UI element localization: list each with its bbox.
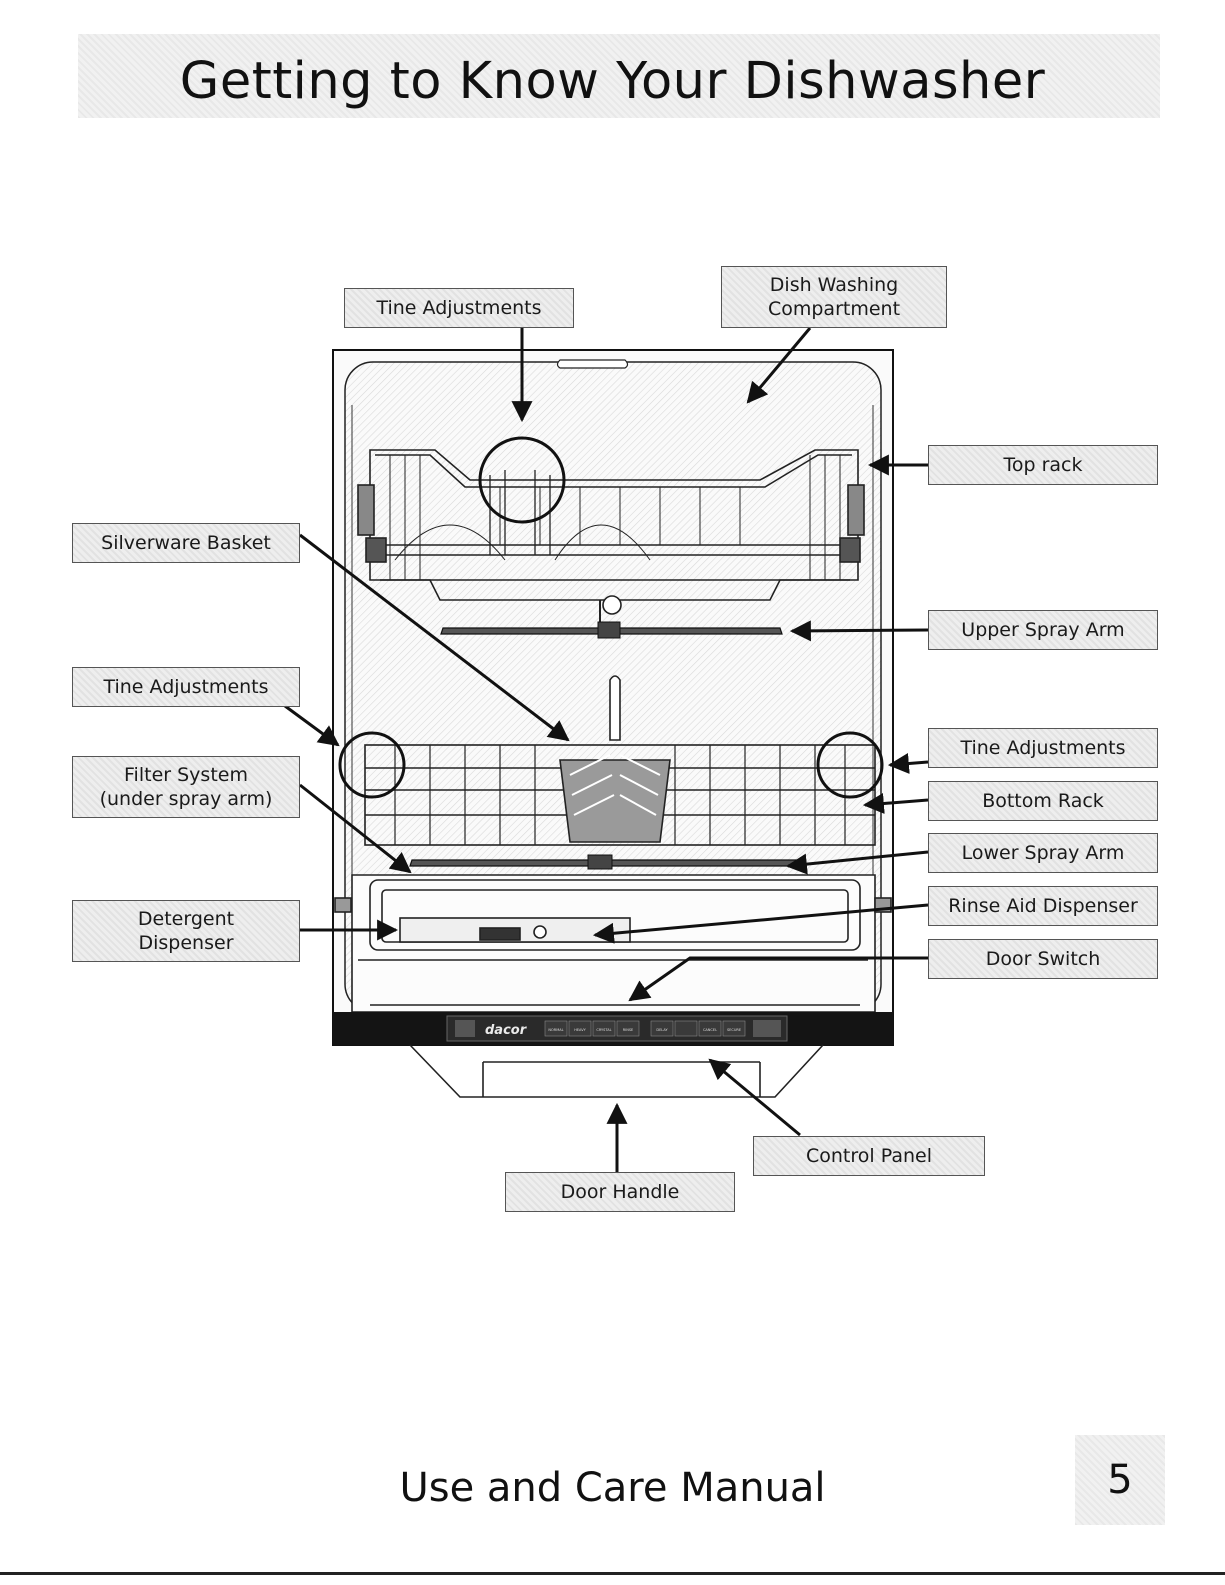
leader-lines (284, 327, 929, 1172)
panel-button-label: CRYSTAL (596, 1028, 611, 1032)
panel-button (698, 1020, 722, 1037)
panel-button (674, 1020, 698, 1037)
label-door-handle: Door Handle (505, 1172, 735, 1212)
label-top-rack: Top rack (928, 445, 1158, 485)
label-bottom-rack: Bottom Rack (928, 781, 1158, 821)
bottom-rule (0, 1572, 1225, 1575)
control-panel-bar: dacor NORMAL HEAVY CRYSTAL RINSE DELAY CANCEL… (333, 1012, 893, 1045)
label-upper-spray-arm: Upper Spray Arm (928, 610, 1158, 650)
panel-button (650, 1020, 674, 1037)
upper-spray-arm-drawing (440, 621, 783, 639)
label-rinse-aid-dispenser: Rinse Aid Dispenser (928, 886, 1158, 926)
label-silverware-basket: Silverware Basket (72, 523, 300, 563)
label-tine-adjustments-right: Tine Adjustments (928, 728, 1158, 768)
label-lower-spray-arm: Lower Spray Arm (928, 833, 1158, 873)
panel-button-label: DELAY (656, 1028, 668, 1032)
panel-button-label: NORMAL (548, 1028, 563, 1032)
page-title: Getting to Know Your Dishwasher (179, 52, 1046, 111)
footer-title: Use and Care Manual (399, 1465, 826, 1511)
panel-button-label: RINSE (623, 1028, 634, 1032)
brand-logo: dacor (485, 1023, 528, 1038)
label-dish-washing-compartment: Dish Washing Compartment (721, 266, 947, 328)
door-drawing (334, 874, 892, 1013)
label-door-switch: Door Switch (928, 939, 1158, 979)
panel-button-label: SECURE (727, 1028, 741, 1032)
panel-button (616, 1020, 640, 1037)
door-handle-drawing (409, 1044, 824, 1098)
panel-button (722, 1020, 746, 1037)
panel-button (544, 1020, 568, 1037)
label-tine-adjustments-top: Tine Adjustments (344, 288, 574, 328)
panel-button (592, 1020, 616, 1037)
page-number: 5 (1075, 1435, 1165, 1525)
label-filter-system: Filter System (under spray arm) (72, 756, 300, 818)
title-band (78, 34, 1160, 118)
top-rack-drawing (357, 449, 865, 625)
label-control-panel: Control Panel (753, 1136, 985, 1176)
label-detergent-dispenser: Detergent Dispenser (72, 900, 300, 962)
panel-button-label: CANCEL (703, 1028, 717, 1032)
highlight-circles (338, 436, 884, 799)
panel-button (568, 1020, 592, 1037)
label-tine-adjustments-left: Tine Adjustments (72, 667, 300, 707)
panel-button-label: HEAVY (574, 1028, 586, 1032)
